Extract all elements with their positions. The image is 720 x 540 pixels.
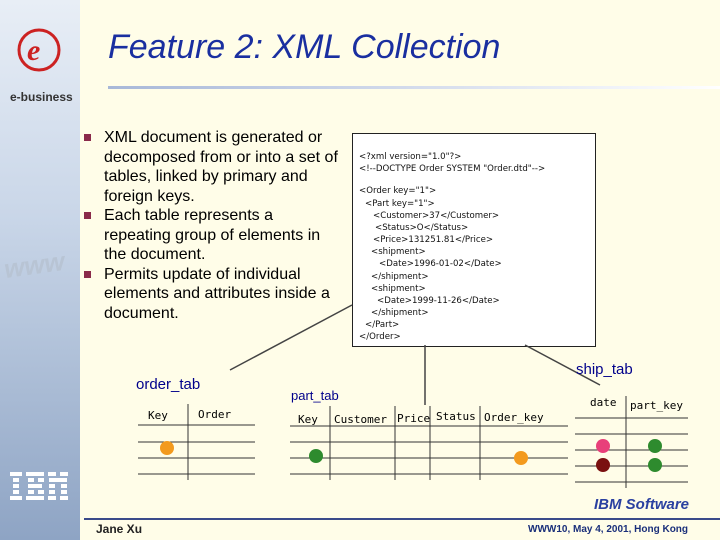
ibm-logo-icon	[10, 472, 68, 500]
part-tab-header: Customer	[334, 413, 387, 426]
bullet-text: Each table represents a repeating group …	[104, 207, 321, 263]
title-underline	[108, 86, 720, 89]
xml-line: <Date>1999-11-26</Date>	[377, 296, 500, 306]
xml-line: </shipment>	[371, 272, 429, 282]
xml-line: <Date>1996-01-02</Date>	[379, 259, 502, 269]
slide-title: Feature 2: XML Collection	[108, 28, 501, 66]
connector-line	[229, 304, 353, 371]
ebusiness-label: e-business	[10, 90, 73, 104]
ibm-software-label: IBM Software	[594, 496, 690, 513]
ship-tab-grid	[575, 396, 688, 488]
order-tab-header: Key	[148, 409, 168, 422]
order-tab-label: order_tab	[136, 376, 201, 393]
e-logo-icon: e	[17, 28, 61, 72]
date-dot-pink	[596, 439, 610, 453]
square-bullet-icon	[84, 270, 91, 278]
xml-line: <shipment>	[371, 247, 426, 257]
key-dot-green	[309, 449, 323, 463]
order-tab-grid	[138, 404, 255, 480]
square-bullet-icon	[84, 212, 91, 219]
key-dot-orange	[160, 441, 174, 455]
ship-tab-label: ship_tab	[576, 361, 633, 378]
xml-line: <Price>131251.81</Price>	[373, 235, 494, 245]
bullet-list: XML document is generated or decomposed …	[84, 128, 344, 323]
part-tab-header: Status	[436, 410, 476, 423]
bullet-item: Each table represents a repeating group …	[84, 206, 344, 265]
xml-document-box: <?xml version="1.0"?> <!--DOCTYPE Order …	[352, 133, 596, 347]
ship-tab-header: part_key	[630, 399, 683, 412]
bullet-item: Permits update of individual elements an…	[84, 265, 344, 324]
xml-line: </Part>	[365, 320, 400, 330]
xml-line: <Customer>37</Customer>	[373, 211, 500, 221]
svg-text:e: e	[27, 34, 40, 67]
xml-line: </Order>	[359, 332, 401, 342]
connector-line	[524, 344, 601, 386]
square-bullet-icon	[84, 134, 91, 141]
part-tab-header: Order_key	[484, 411, 544, 424]
part-tab-header: Price	[397, 412, 431, 425]
order-tab-header: Order	[198, 408, 232, 421]
part-key-dot-green	[648, 458, 662, 472]
part-key-dot-green	[648, 439, 662, 453]
xml-line: <Status>O</Status>	[375, 223, 469, 233]
xml-line: <Part key="1">	[365, 199, 435, 209]
ship-tab-header: date	[590, 396, 617, 409]
author-name: Jane Xu	[96, 522, 143, 536]
xml-line: <shipment>	[371, 284, 426, 294]
date-dot-darkred	[596, 458, 610, 472]
conference-info: WWW10, May 4, 2001, Hong Kong	[528, 524, 689, 535]
xml-line: </shipment>	[371, 308, 429, 318]
part-tab-header: Key	[298, 413, 318, 426]
part-tab-label: part_tab	[291, 388, 339, 403]
xml-line: <?xml version="1.0"?>	[359, 152, 462, 162]
sidebar-branding: e e-business www	[0, 0, 80, 540]
xml-line: <!--DOCTYPE Order SYSTEM "Order.dtd"-->	[359, 164, 546, 174]
xml-line: <Order key="1">	[359, 186, 437, 196]
bullet-item: XML document is generated or decomposed …	[84, 128, 344, 206]
order-key-dot-orange	[514, 451, 528, 465]
bullet-text: Permits update of individual elements an…	[104, 265, 330, 322]
bullet-text: XML document is generated or decomposed …	[104, 129, 338, 205]
footer-divider	[84, 518, 720, 520]
